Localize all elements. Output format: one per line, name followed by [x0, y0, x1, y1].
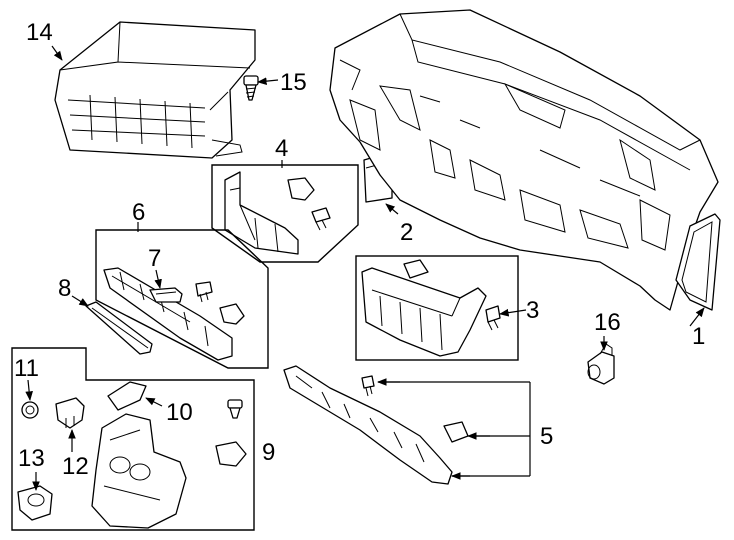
- callout-labels: 1 2 3 4 5 6 7 8 9 10 11 12 13 14 15 16: [14, 19, 705, 480]
- callout-9: 9: [262, 439, 275, 466]
- part-3-bracket-group: [355, 255, 519, 361]
- callout-6: 6: [132, 199, 145, 226]
- callout-14: 14: [26, 19, 53, 46]
- callout-13: 13: [18, 445, 45, 472]
- callout-4: 4: [275, 135, 288, 162]
- callout-3: 3: [526, 297, 539, 324]
- callout-8: 8: [58, 275, 71, 302]
- callout-10: 10: [166, 399, 193, 426]
- part-8-trim-strip: [85, 301, 153, 355]
- part-6-lower-panel-group: [95, 229, 269, 369]
- callout-12: 12: [62, 453, 89, 480]
- part-5-lower-trim: [283, 365, 469, 485]
- callout-11: 11: [14, 355, 39, 382]
- leader-lines: [25, 45, 705, 491]
- callout-15: 15: [280, 69, 307, 96]
- part-14-display-unit: [54, 21, 256, 159]
- dashboard-crossmember: [329, 9, 719, 311]
- part-15-screw: [243, 75, 259, 101]
- callout-5: 5: [540, 423, 553, 450]
- callout-16: 16: [594, 309, 621, 336]
- part-16-clip: [587, 343, 615, 385]
- part-1-side-trim: [675, 213, 721, 311]
- callout-1: 1: [692, 323, 705, 350]
- part-4-bracket-group: [211, 164, 359, 263]
- part-11-plug: [21, 401, 39, 419]
- callout-2: 2: [400, 219, 413, 246]
- part-7-bracket: [149, 287, 183, 303]
- callout-7: 7: [148, 245, 161, 272]
- part-9-console-group: [11, 347, 255, 531]
